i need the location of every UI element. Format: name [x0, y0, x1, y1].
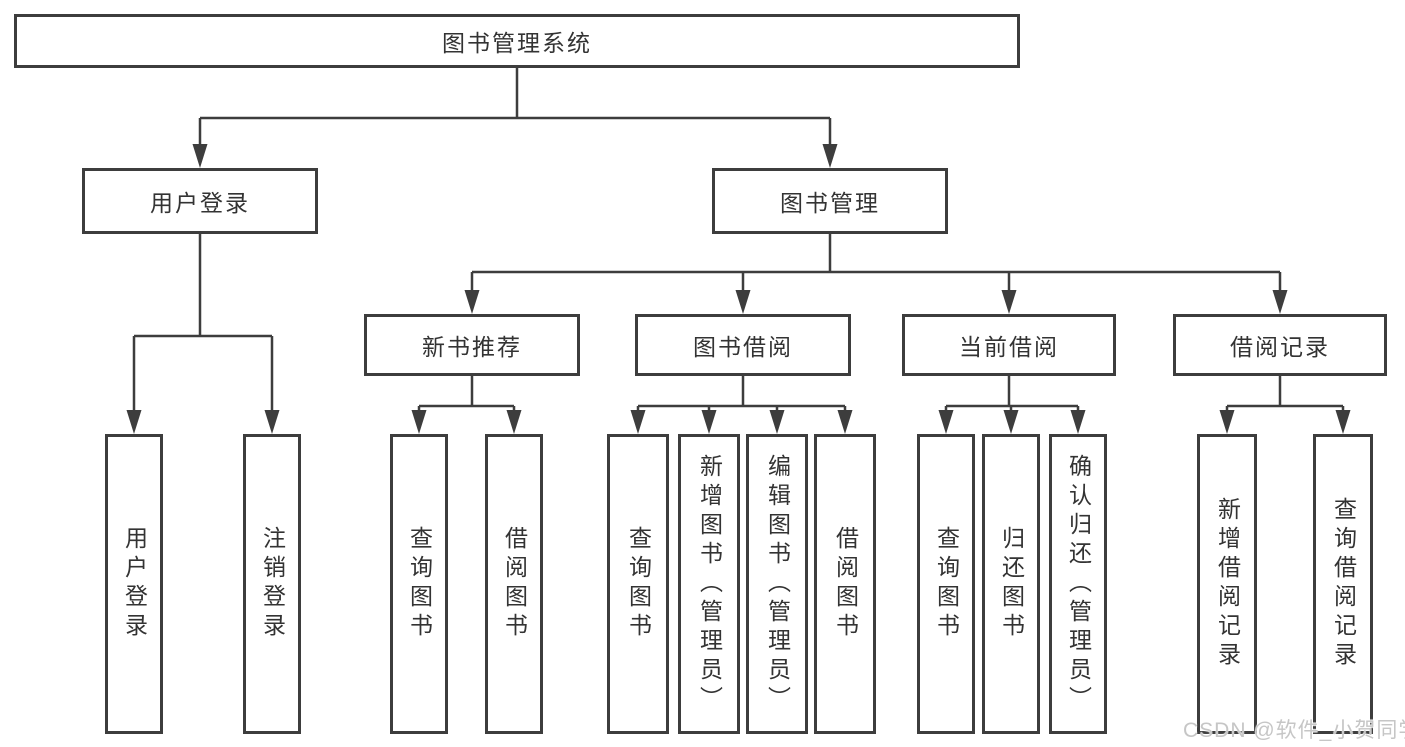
- leaf-label: 借阅图书: [832, 526, 859, 642]
- node-label: 用户登录: [150, 190, 250, 216]
- arrowheads-user-login: [126, 410, 280, 434]
- arrowheads-book-borrowing: [630, 410, 853, 434]
- leaf-recommend-borrow-books: 借阅图书: [485, 434, 543, 734]
- leaf-current-query-books: 查询图书: [917, 434, 975, 734]
- node-new-book-recommendation: 新书推荐: [364, 314, 580, 376]
- leaf-borrowing-edit-books-admin: 编辑图书（管理员）: [746, 434, 808, 734]
- edge-current-borrowing-to-leaves: [944, 376, 1080, 412]
- leaf-label: 新增借阅记录: [1214, 497, 1241, 671]
- leaf-label: 注销登录: [259, 526, 286, 642]
- edge-new-book-to-leaves: [417, 376, 516, 412]
- arrowheads-new-book: [411, 410, 522, 434]
- leaf-user-login: 用户登录: [105, 434, 163, 734]
- leaf-label: 查询图书: [933, 526, 960, 642]
- leaf-current-confirm-return-admin: 确认归还（管理员）: [1049, 434, 1107, 734]
- leaf-label: 查询图书: [406, 526, 433, 642]
- arrowheads-level1: [192, 144, 838, 168]
- leaf-borrowing-query-books: 查询图书: [607, 434, 669, 734]
- leaf-records-add-record: 新增借阅记录: [1197, 434, 1257, 734]
- node-borrowing-records: 借阅记录: [1173, 314, 1387, 376]
- leaf-logout: 注销登录: [243, 434, 301, 734]
- node-label: 当前借阅: [959, 334, 1059, 360]
- leaf-label: 编辑图书（管理员）: [764, 453, 791, 715]
- edge-user-login-to-leaves: [132, 234, 274, 412]
- leaf-current-return-books: 归还图书: [982, 434, 1040, 734]
- leaf-borrowing-add-books-admin: 新增图书（管理员）: [678, 434, 740, 734]
- leaf-label: 查询图书: [625, 526, 652, 642]
- arrowheads-borrowing-records: [1219, 410, 1351, 434]
- leaf-borrowing-borrow-books: 借阅图书: [814, 434, 876, 734]
- node-current-borrowing: 当前借阅: [902, 314, 1116, 376]
- node-book-borrowing: 图书借阅: [635, 314, 851, 376]
- edge-book-borrowing-to-leaves: [636, 376, 847, 412]
- leaf-label: 借阅图书: [501, 526, 528, 642]
- node-label: 图书管理系统: [442, 30, 592, 56]
- watermark: CSDN @软件_小贺同学: [1183, 719, 1405, 742]
- node-book-management: 图书管理: [712, 168, 948, 234]
- leaf-label: 用户登录: [121, 526, 148, 642]
- leaf-label: 查询借阅记录: [1330, 497, 1357, 671]
- leaf-recommend-query-books: 查询图书: [390, 434, 448, 734]
- node-label: 借阅记录: [1230, 334, 1330, 360]
- node-root: 图书管理系统: [14, 14, 1020, 68]
- leaf-label: 确认归还（管理员）: [1065, 453, 1092, 715]
- edge-borrowing-records-to-leaves: [1225, 376, 1345, 412]
- leaf-label: 归还图书: [998, 526, 1025, 642]
- edge-root-to-level1: [198, 68, 832, 146]
- leaf-records-query-record: 查询借阅记录: [1313, 434, 1373, 734]
- edge-book-management-to-level2: [470, 234, 1282, 292]
- node-label: 图书借阅: [693, 334, 793, 360]
- leaf-label: 新增图书（管理员）: [696, 453, 723, 715]
- node-user-login: 用户登录: [82, 168, 318, 234]
- arrowheads-level2: [464, 290, 1288, 314]
- node-label: 新书推荐: [422, 334, 522, 360]
- arrowheads-current-borrowing: [938, 410, 1086, 434]
- node-label: 图书管理: [780, 190, 880, 216]
